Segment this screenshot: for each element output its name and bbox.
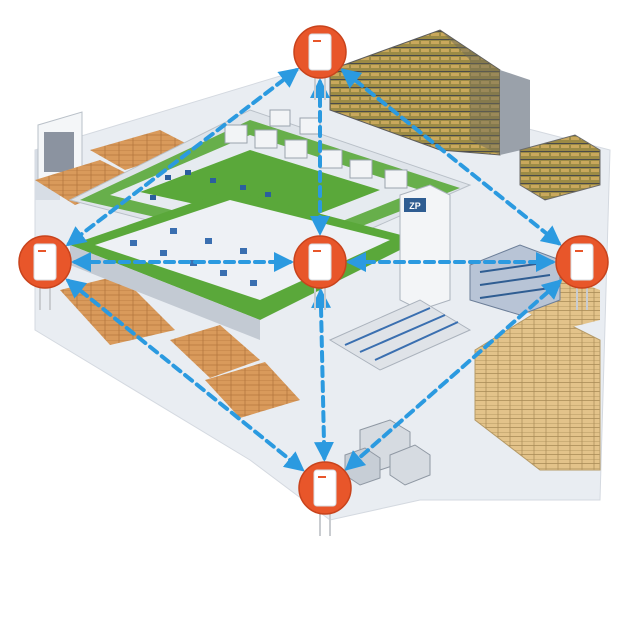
central-tower: ZP bbox=[399, 184, 451, 311]
access-point-body bbox=[308, 243, 332, 281]
ap-top-wifi-access-point bbox=[293, 25, 347, 100]
access-point-body bbox=[308, 33, 332, 71]
ap-center-wifi-access-point bbox=[293, 235, 347, 310]
ap-bottom-wifi-access-point bbox=[298, 461, 352, 536]
access-point-logo bbox=[318, 476, 326, 478]
link-ap-center-ap-bottom bbox=[311, 287, 334, 463]
access-point-logo bbox=[313, 250, 321, 252]
access-point-body bbox=[33, 243, 57, 281]
link-ap-right-ap-bottom bbox=[344, 279, 563, 471]
access-point-logo bbox=[575, 250, 583, 252]
wireless-links bbox=[65, 67, 563, 472]
access-points bbox=[18, 25, 609, 536]
link-ap-left-ap-bottom bbox=[65, 278, 305, 472]
access-point-body bbox=[313, 469, 337, 507]
building-sign-text: ZP bbox=[409, 201, 421, 211]
access-point-body bbox=[570, 243, 594, 281]
link-ap-top-ap-right bbox=[340, 68, 562, 246]
link-ap-top-ap-left bbox=[65, 67, 300, 247]
access-point-logo bbox=[38, 250, 46, 252]
ap-left-wifi-access-point bbox=[18, 235, 72, 310]
ap-right-wifi-access-point bbox=[555, 235, 609, 310]
access-point-logo bbox=[313, 40, 321, 42]
